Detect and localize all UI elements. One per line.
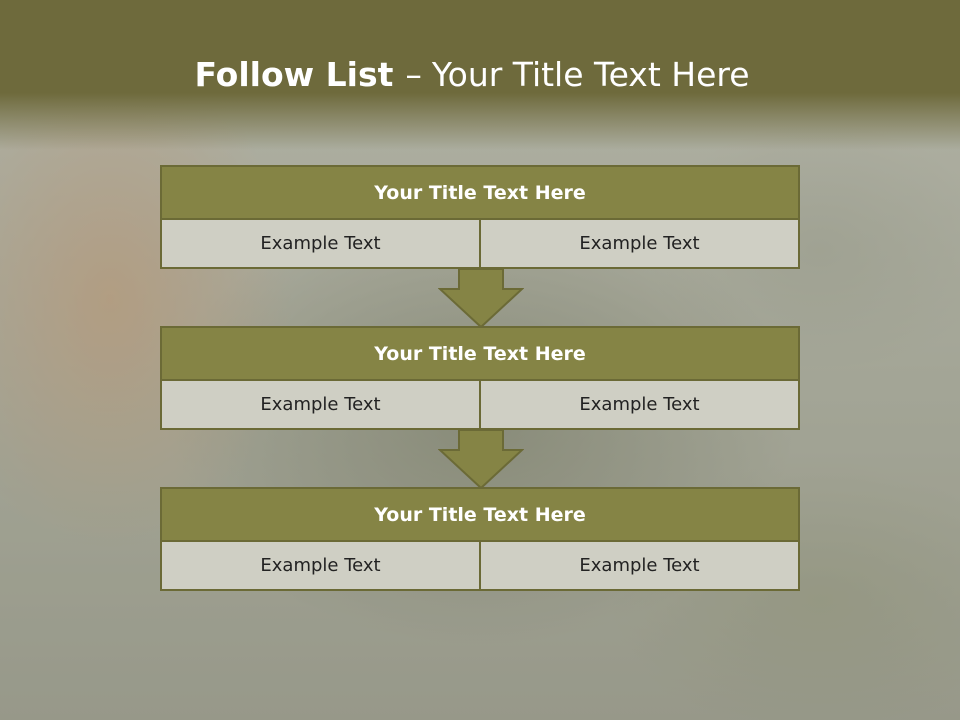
block-row: Example Text Example Text [160,542,800,591]
block-row: Example Text Example Text [160,381,800,430]
list-block-3: Your Title Text Here Example Text Exampl… [160,487,800,591]
list-block-1: Your Title Text Here Example Text Exampl… [160,165,800,269]
block-title: Your Title Text Here [160,326,800,381]
block-cell-right: Example Text [481,381,800,430]
down-arrow-icon [438,269,524,329]
block-cell-left: Example Text [160,381,481,430]
slide-title-bold: Follow List [194,55,394,94]
block-cell-right: Example Text [481,220,800,269]
block-title: Your Title Text Here [160,487,800,542]
block-cell-right: Example Text [481,542,800,591]
slide-title-rest: Your Title Text Here [431,55,750,94]
slide-title-dash: – [405,55,422,94]
block-cell-left: Example Text [160,542,481,591]
title-banner [0,0,960,150]
list-block-2: Your Title Text Here Example Text Exampl… [160,326,800,430]
block-cell-left: Example Text [160,220,481,269]
block-row: Example Text Example Text [160,220,800,269]
down-arrow-icon [438,430,524,490]
block-title: Your Title Text Here [160,165,800,220]
slide-title: Follow List–Your Title Text Here [0,52,944,98]
